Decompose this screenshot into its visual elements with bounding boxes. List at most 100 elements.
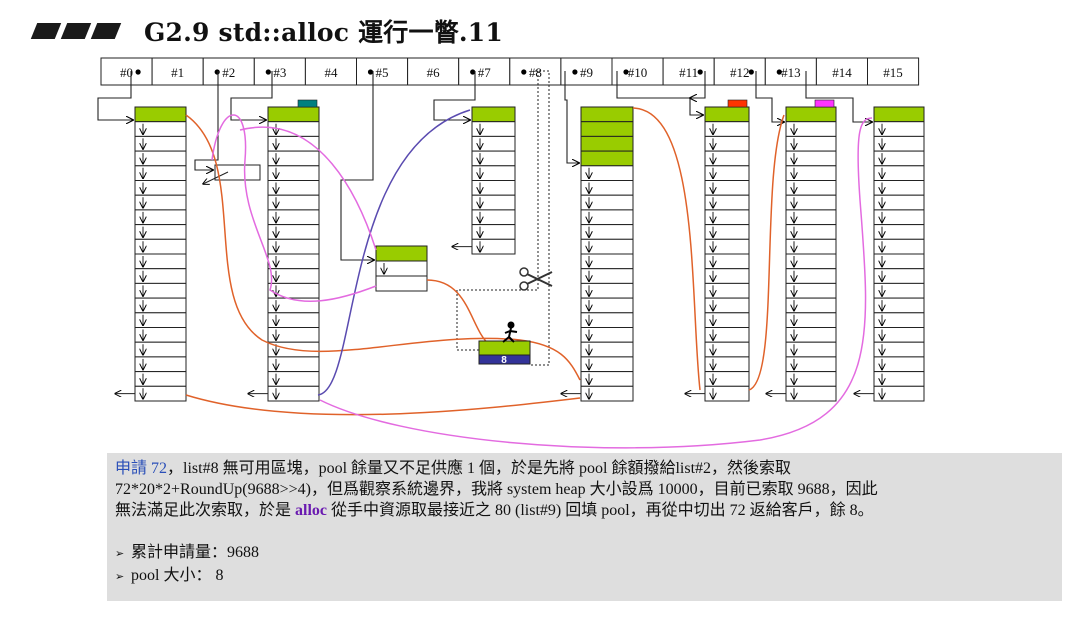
- slot-pointer-dot: [697, 69, 703, 75]
- bullet-icon: ➢: [115, 548, 125, 560]
- explanation-text: ，list#8 無可用區塊，pool 餘量又不足供應 1 個，於是先將 pool…: [167, 460, 792, 477]
- free-block: [704, 224, 750, 240]
- pool-dotted-link: [530, 70, 550, 366]
- slot-cell: [253, 57, 306, 86]
- explanation-box: 申請 72，list#8 無可用區塊，pool 餘量又不足供應 1 個，於是先將…: [107, 453, 1062, 601]
- magenta-curve: [319, 117, 873, 449]
- slot-label: #11: [679, 65, 698, 80]
- slot-pointer-dot: [367, 69, 374, 75]
- free-block: [704, 194, 750, 211]
- free-block: [704, 150, 750, 167]
- slot-label: #8: [529, 65, 542, 80]
- allocated-block: [704, 106, 750, 123]
- slot-label: #15: [883, 65, 903, 80]
- slot-connector: [564, 71, 579, 163]
- orange-curve: [748, 114, 785, 391]
- free-block: [704, 282, 750, 299]
- free-block: [704, 180, 750, 196]
- free-block: [471, 180, 516, 196]
- slot-connector: [340, 71, 374, 260]
- stat-pool-size: ➢ pool 大小： 8: [115, 565, 1054, 588]
- scissors-icon-blade: [526, 271, 553, 287]
- slot-cell: [764, 57, 817, 86]
- free-block: [704, 209, 750, 226]
- free-block: [375, 275, 428, 292]
- memory-columns: [115, 99, 925, 402]
- orange-curve: [185, 114, 581, 381]
- tag-block: [727, 99, 748, 108]
- slot-label: #2: [222, 65, 235, 80]
- allocated-block: [134, 106, 187, 123]
- list8-dotted-link: [456, 71, 539, 351]
- free-block: [471, 165, 516, 182]
- free-block: [704, 121, 750, 137]
- alloc-keyword: alloc: [295, 502, 328, 519]
- free-block: [704, 356, 750, 373]
- free-block: [471, 135, 516, 152]
- slot-label: #3: [273, 65, 286, 80]
- slot-pointer-dot: [135, 69, 141, 75]
- slot-cell: [560, 57, 613, 86]
- title-bar: G2.9 std::alloc 運行一瞥.11: [30, 14, 503, 48]
- slot-cell: [407, 57, 460, 86]
- slot-cell: [611, 57, 664, 86]
- slot-cell: [509, 57, 562, 86]
- slot-label: #6: [427, 65, 441, 80]
- slot-label: #5: [376, 65, 389, 80]
- worker-icon-head: [507, 321, 515, 329]
- slot-connector: [97, 71, 133, 120]
- free-block: [471, 224, 516, 240]
- free-block: [704, 238, 750, 255]
- scissors-icon: [519, 267, 553, 291]
- slot-pointer-dot: [776, 69, 782, 75]
- tag-block: [814, 99, 835, 108]
- allocated-block: [471, 106, 516, 123]
- slot-cell: [867, 57, 920, 86]
- pool-size-label: 8: [501, 355, 507, 366]
- request-size: 申請 72: [115, 460, 168, 477]
- slot-cell: [356, 57, 409, 86]
- free-block: [471, 209, 516, 226]
- allocated-block: [580, 121, 634, 137]
- slot-label: #10: [628, 65, 648, 80]
- list-connectors: [97, 70, 872, 366]
- purple-curve: [317, 109, 471, 396]
- allocated-block: [267, 106, 320, 123]
- free-block: [704, 135, 750, 152]
- allocated-block: [580, 135, 634, 152]
- orange-curve: [426, 279, 491, 346]
- stat-text: pool 大小： 8: [131, 567, 224, 584]
- allocated-block: [873, 106, 925, 123]
- explanation-line-2: 72*20*2+RoundUp(9688>>4)，但爲觀察系統邊界，我將 sys…: [115, 481, 878, 498]
- free-list-slot-row: #0#1#2#3#4#5#6#7#8#9#10#11#12#13#14#15: [100, 57, 920, 86]
- slot-pointer-dot: [572, 69, 578, 75]
- tag-block: [297, 99, 318, 108]
- slot-cell: [458, 57, 511, 86]
- free-block: [704, 312, 750, 328]
- slot-label: #0: [120, 65, 133, 80]
- slot-pointer-dot: [265, 69, 271, 75]
- slot-cell: [304, 57, 357, 86]
- slot-label: #12: [730, 65, 750, 80]
- explanation-text: 無法滿足此次索取，於是: [115, 502, 296, 519]
- magenta-curve: [239, 126, 377, 251]
- allocated-block: [375, 245, 428, 262]
- explanation-text: 從手中資源取最接近之 80 (list#9) 回填 pool，再從中切出 72 …: [327, 502, 874, 519]
- free-block: [704, 165, 750, 182]
- orange-curve: [632, 107, 701, 391]
- slot-connector: [805, 71, 872, 122]
- pool-block: [478, 340, 531, 356]
- orange-curve: [185, 394, 581, 416]
- slot-cell: [815, 57, 869, 86]
- slot-label: #14: [832, 65, 852, 80]
- slot-cell: [100, 57, 153, 86]
- slot-pointer-dot: [470, 69, 476, 75]
- bullet-icon: ➢: [115, 571, 125, 583]
- free-block: [704, 385, 750, 402]
- free-block: [471, 238, 516, 255]
- slot-label: #7: [478, 65, 492, 80]
- allocated-block: [580, 150, 634, 167]
- memory-pool: 8: [478, 267, 553, 366]
- list2-block: [214, 164, 261, 181]
- worker-icon: [502, 321, 518, 343]
